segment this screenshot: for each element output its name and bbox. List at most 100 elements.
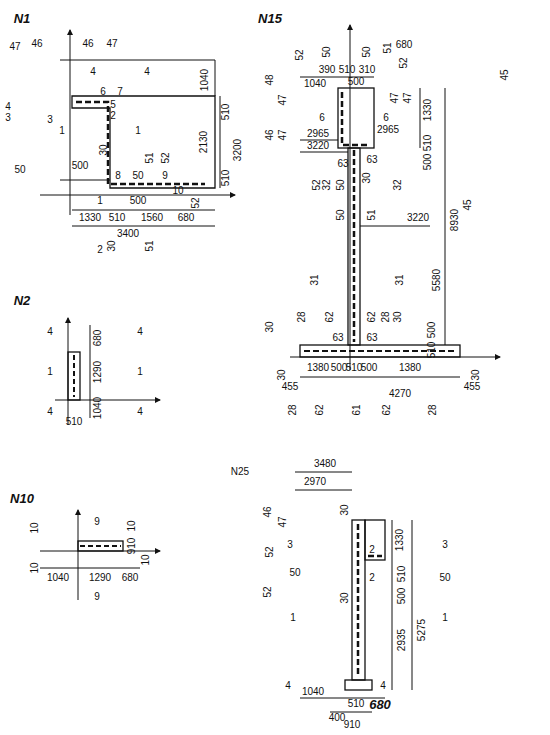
dimension-label: 680 [395,40,414,50]
dimension-label: 4 [136,407,144,417]
dimension-label: 63 [365,333,378,343]
dimension-label: 30 [340,503,350,516]
dimension-label: 30 [362,171,372,184]
dimension-label: 30 [277,368,287,381]
panel-mark: N10 [9,492,35,505]
dimension-label: 46 [263,505,273,518]
dimension-label: 30 [340,591,350,604]
dimension-label: 510 [108,213,127,223]
dimension-label: 4270 [388,389,412,399]
panel-mark: N1 [13,12,32,25]
dimension-label: 9 [93,592,101,602]
dimension-label: 500 [423,153,433,172]
dimension-label: 50 [288,568,301,578]
panel-mark: 680 [368,698,392,711]
dimension-label: 31 [310,273,320,286]
dimension-label: 1 [441,613,449,623]
dimension-label: 1 [289,613,297,623]
dimension-label: 3480 [313,459,337,469]
dimension-label: 32 [393,178,403,191]
dimension-label: 4 [46,327,54,337]
dimension-label: 3400 [116,229,140,239]
dimension-label: 4 [4,102,12,112]
dimension-label: 3 [46,115,54,125]
dimension-label: 6 [382,113,390,123]
dimension-label: 1 [46,367,54,377]
dimension-label: 47 [278,93,288,106]
dimension-label: 52 [263,585,273,598]
dimension-label: 50 [362,45,372,58]
dimension-label: 510 [427,341,437,360]
dimension-label: 28 [428,403,438,416]
dimension-label: 63 [336,159,349,169]
dimension-label: 500 [347,77,366,87]
dimension-label: 510 [65,417,84,427]
dimension-label: 1330 [395,528,405,552]
dimension-label: 47 [278,515,288,528]
dimension-label: 1 [96,196,104,206]
dimension-label: 680 [177,213,196,223]
dimension-label: 4 [136,327,144,337]
dimension-label: 6 [318,113,326,123]
dimension-label: 500 [71,161,90,171]
dimension-label: 510 [338,65,357,75]
dimension-label: 2130 [199,130,209,154]
dimension-label: 1560 [140,213,164,223]
dimension-label: 500 [330,363,349,373]
dimension-label: 50 [13,165,26,175]
dimension-label: 50 [131,171,144,181]
panel-mark: N15 [257,12,283,25]
dimension-label: 62 [382,403,392,416]
dimension-label: 5275 [417,618,427,642]
dimension-label: 62 [325,310,335,323]
dimension-label: 3 [441,540,449,550]
dimension-label: 46 [30,39,43,49]
dimension-label: 3 [4,113,12,123]
dimension-label: 2965 [376,125,400,135]
dimension-label: 910 [343,720,362,730]
dimension-label: 51 [367,208,377,221]
dimension-label: 46 [81,39,94,49]
dimension-label: 50 [336,208,346,221]
dimension-label: 4 [46,407,54,417]
dimension-label: 1290 [88,573,112,583]
dimension-label: 1040 [200,68,210,92]
dimension-label: 510 [423,134,433,153]
dimension-label: 47 [278,128,288,141]
dimension-label: 28 [288,403,298,416]
dimension-label: 51 [383,41,393,54]
dimension-label: 61 [352,403,362,416]
dimension-label: 2 [109,111,117,121]
dimension-label: 2970 [303,477,327,487]
dimension-label: 310 [358,65,377,75]
dimension-label: 52 [191,196,201,209]
dimension-label: 1380 [398,363,422,373]
dimension-label: 2 [368,573,376,583]
dimension-label: 30 [393,310,403,323]
dimension-label: 50 [322,45,332,58]
dimension-label: 2 [96,245,104,255]
dimension-label: 10 [30,521,40,534]
dimension-label: 51 [145,151,155,164]
dimension-label: 10 [141,553,151,566]
dimension-label: 30 [107,239,117,252]
dimension-label: 500 [360,363,379,373]
dimension-label: 47 [105,39,118,49]
dimension-label: 52 [265,545,275,558]
dimension-label: 32 [322,178,332,191]
dimension-label: 4 [379,681,387,691]
dimension-label: 5580 [432,268,442,292]
dimension-label: 51 [145,239,155,252]
dimension-label: 400 [328,713,347,723]
dimension-label: 28 [297,310,307,323]
dimension-label: 63 [365,155,378,165]
dimension-label: 1290 [93,360,103,384]
dimension-label: 1380 [306,363,330,373]
dimension-label: 2965 [306,129,330,139]
dimension-label: 500 [129,196,148,206]
dimension-label: 1330 [78,213,102,223]
dimension-label: 455 [463,382,482,392]
dimension-label: 510 [221,169,231,188]
dimension-label: 1 [58,126,66,136]
